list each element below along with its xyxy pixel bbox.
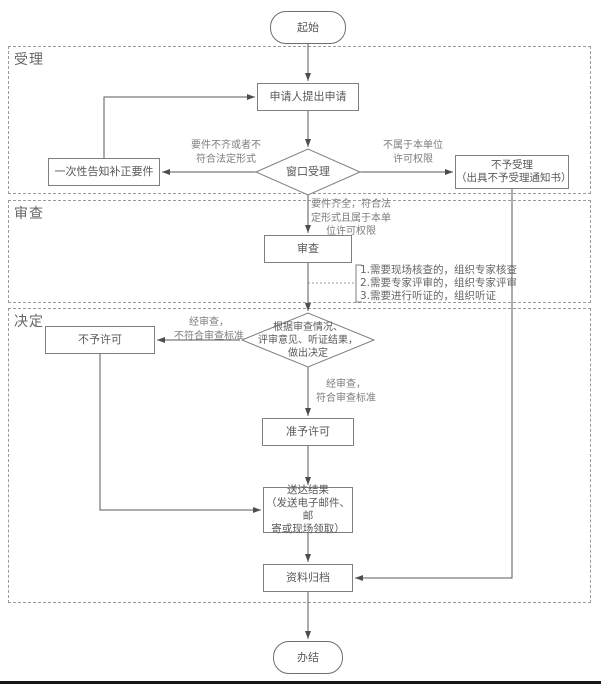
node-archive: 资料归档	[263, 564, 353, 592]
diamond-window-accept	[254, 148, 362, 196]
node-apply: 申请人提出申请	[257, 83, 359, 111]
node-end: 办结	[273, 641, 343, 674]
node-reject-accept: 不予受理 （出具不予受理通知书）	[455, 155, 572, 189]
edge-notify-to-apply	[103, 94, 255, 158]
review-notes: 1.需要现场核查的，组织专家核查 2.需要专家评审的，组织专家评审 3.需要进行…	[360, 264, 518, 302]
notes-bracket	[355, 264, 362, 303]
edge-label-pass-review: 经审查， 符合审查标准	[316, 379, 376, 404]
node-start: 起始	[270, 11, 346, 44]
edge-label-incomplete: 要件不齐或者不 符合法定形式	[191, 140, 261, 165]
node-review: 审查	[264, 235, 352, 263]
node-notify-correction: 一次性告知补正要件	[48, 158, 160, 186]
bottom-border-line	[0, 681, 601, 684]
section-review: 审查	[8, 200, 591, 303]
section-review-label: 审查	[14, 206, 44, 222]
edge-label-complete: 要件齐全，符合法 定形式且属于本单 位许可权限	[311, 199, 391, 237]
section-acceptance-label: 受理	[14, 52, 44, 68]
edge-reject-to-archive	[355, 189, 513, 581]
edge-label-not-in-authority: 不属于本单位 许可权限	[383, 140, 443, 165]
section-decision-label: 决定	[14, 314, 44, 330]
diamond-decision	[240, 312, 376, 368]
node-deny-permit: 不予许可	[45, 326, 155, 354]
section-acceptance: 受理	[8, 46, 591, 194]
section-decision: 决定	[8, 308, 591, 603]
node-decision-label: 根据审查情况、 评审意见、听证结果， 做出决定	[258, 321, 358, 359]
node-grant-permit: 准予许可	[262, 418, 354, 446]
edge-deny-to-deliver	[99, 354, 261, 513]
node-deliver-result: 送达结果 （发送电子邮件、邮 寄或现场领取）	[263, 484, 353, 535]
edge-label-fail-review: 经审查， 不符合审查标准	[174, 317, 244, 342]
node-window-accept-label: 窗口受理	[286, 164, 330, 178]
